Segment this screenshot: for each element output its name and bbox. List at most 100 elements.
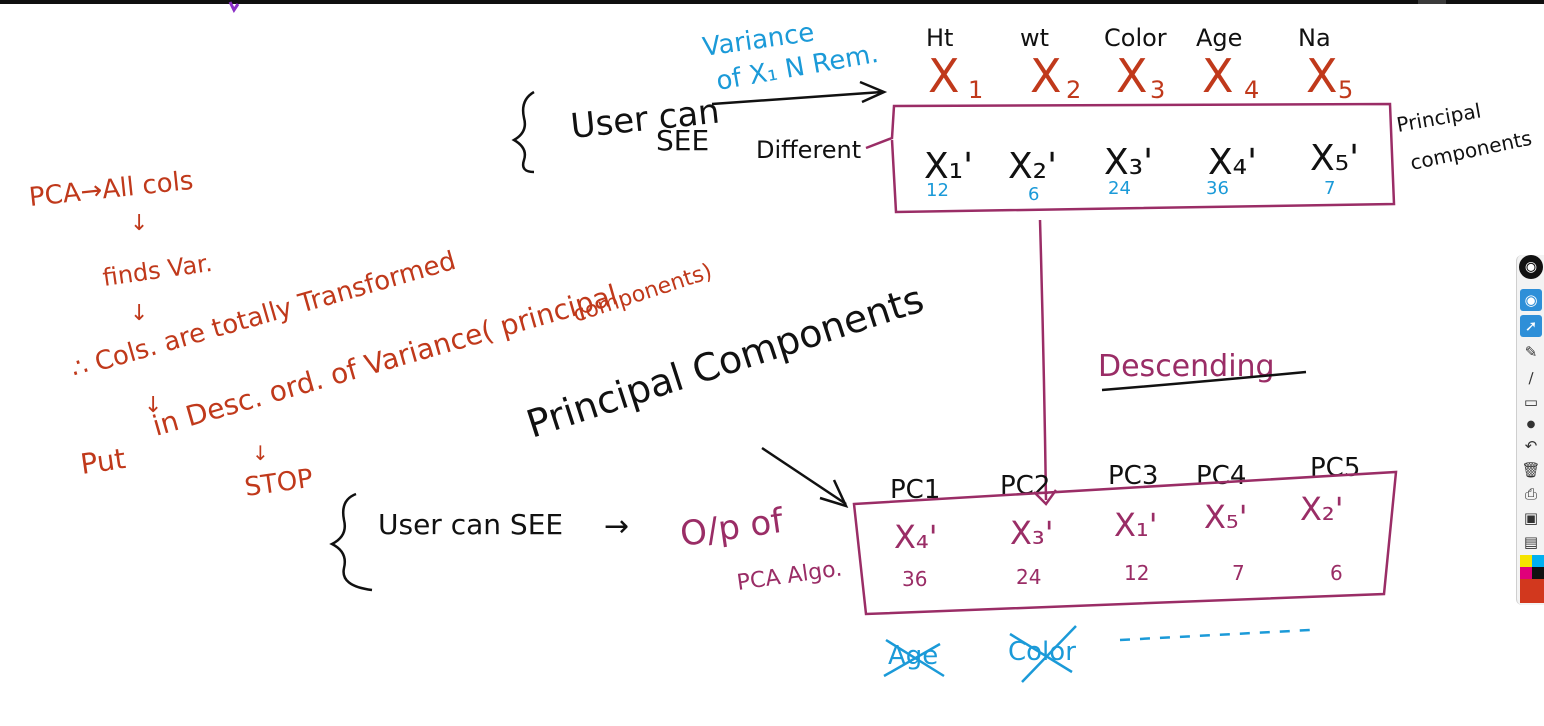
top-box-item-1: X₁' [924, 146, 973, 187]
bottom-header-pc2: PC2 [1000, 471, 1050, 501]
bottom-header-pc4: PC4 [1196, 461, 1246, 491]
top-box-item-4: X₄' [1208, 142, 1257, 183]
header-age: Age [1196, 24, 1242, 52]
bottom-box-var-5: 6 [1330, 561, 1343, 585]
user-can-see-bottom: User can SEE → O/p of PCA Algo. [329, 492, 844, 596]
principal-side-line1: Principal [1395, 98, 1483, 136]
header-color: Color [1104, 24, 1167, 52]
variance-note: Variance of X₁ N Rem. [701, 18, 881, 97]
variable-x1-sub: 1 [968, 76, 983, 104]
trash-icon[interactable]: 🗑 [1521, 461, 1541, 479]
pca-arrow-4: ↓ [252, 441, 269, 465]
strike-color [1009, 625, 1077, 683]
variable-x4: X [1202, 49, 1234, 103]
top-box-var-1: 12 [926, 180, 949, 201]
top-column-headers: Ht wt Color Age Na [926, 24, 1331, 52]
variable-x3-sub: 3 [1150, 76, 1165, 104]
variance-arrow [711, 80, 888, 106]
dashed-continuation [1119, 628, 1311, 642]
descending-label: Descending [1098, 349, 1275, 384]
bottom-box-outline [852, 470, 1398, 616]
top-variables: X 1 X 2 X 3 X 4 X 5 [928, 49, 1353, 104]
drawing-toolbar: ◉ ◉ ➚ ✎ ∕ ▭ ● ↶ 🗑 ⎙ ▣ ▤ [1516, 255, 1544, 605]
header-ht: Ht [926, 24, 953, 52]
swatch-cyan[interactable] [1532, 555, 1544, 567]
pca-arrow-2: ↓ [130, 301, 148, 326]
principal-side-line2: components [1408, 126, 1534, 175]
user-can-see-top: User can SEE Different [511, 90, 861, 174]
swatch-red[interactable] [1520, 579, 1544, 603]
bottom-box-item-1: X₄' [894, 518, 938, 556]
eraser-icon[interactable]: ▭ [1523, 393, 1539, 411]
pca-step-5: STOP [243, 464, 315, 503]
line-icon[interactable]: ∕ [1528, 369, 1534, 387]
pca-step-2: finds Var. [101, 249, 214, 292]
variable-x5: X [1306, 49, 1338, 103]
top-box-var-5: 7 [1324, 178, 1335, 199]
variable-x2-sub: 2 [1066, 76, 1081, 104]
strike-age [883, 638, 945, 678]
op-of-line1: O/p of [678, 501, 787, 555]
top-transformed-box: X₁' X₂' X₃' X₄' X₅' 12 6 24 36 7 [865, 102, 1396, 214]
pca-arrow-1: ↓ [130, 211, 148, 236]
op-of-line2: PCA Algo. [735, 556, 843, 595]
descending-underline [1101, 370, 1307, 392]
user-can-see-bottom-text: User can SEE [378, 508, 563, 541]
clipboard-icon[interactable]: ▤ [1523, 533, 1539, 551]
brace-top [511, 90, 535, 174]
pca-steps: PCA→All cols ↓ finds Var. ↓ ∴ Cols. are … [28, 166, 716, 503]
bottom-box-var-3: 12 [1124, 561, 1149, 585]
variable-x2: X [1030, 49, 1062, 103]
swatch-black[interactable] [1532, 567, 1544, 579]
pen-icon[interactable]: ✎ [1524, 343, 1538, 361]
crossed-labels: Age Color [883, 625, 1311, 683]
principal-arrow [761, 446, 847, 506]
top-bar [0, 0, 1544, 4]
top-box-item-3: X₃' [1104, 142, 1153, 183]
top-box-item-5: X₅' [1310, 138, 1359, 179]
bottom-box-item-3: X₁' [1114, 506, 1158, 544]
eye-icon[interactable]: ◉ [1520, 289, 1542, 311]
bottom-box-item-2: X₃' [1010, 514, 1054, 552]
descending-label-group: Descending [1098, 349, 1307, 392]
top-box-item-2: X₂' [1008, 146, 1057, 187]
bottom-header-pc5: PC5 [1310, 453, 1360, 483]
brace-bottom [329, 492, 373, 592]
dot-icon[interactable]: ● [1526, 418, 1536, 430]
variable-x1: X [928, 49, 960, 103]
user-can-see-top-line2: SEE [656, 124, 709, 157]
undo-icon[interactable]: ↶ [1524, 437, 1538, 455]
variable-x5-sub: 5 [1338, 76, 1353, 104]
bottom-box-item-5: X₂' [1300, 490, 1344, 528]
top-bar-notch [1418, 0, 1446, 4]
bottom-output-box: PC1 PC2 PC3 PC4 PC5 X₄' X₃' X₁' X₅' X₂' … [852, 453, 1398, 616]
bulb-icon[interactable]: ◉ [1519, 255, 1543, 279]
different-label: Different [756, 136, 861, 164]
print-icon[interactable]: ⎙ [1524, 485, 1537, 503]
variable-x4-sub: 4 [1244, 76, 1259, 104]
header-wt: wt [1020, 24, 1049, 52]
pca-arrow-3: ↓ [144, 393, 162, 418]
top-box-outline [865, 102, 1396, 214]
pca-step-1: PCA→All cols [28, 166, 195, 213]
header-na: Na [1298, 24, 1331, 52]
color-palette[interactable] [1520, 555, 1544, 603]
pca-step-4: Put [78, 442, 127, 481]
variable-x3: X [1116, 49, 1148, 103]
screenshot-icon[interactable]: ▣ [1523, 509, 1539, 527]
bottom-box-var-1: 36 [902, 567, 927, 591]
swatch-magenta[interactable] [1520, 567, 1532, 579]
cursor-mark [228, 1, 240, 13]
top-box-var-4: 36 [1206, 178, 1229, 199]
descending-connector [1033, 219, 1058, 506]
bottom-box-var-2: 24 [1016, 565, 1041, 589]
bottom-box-var-4: 7 [1232, 561, 1245, 585]
top-box-var-3: 24 [1108, 178, 1131, 199]
top-box-var-2: 6 [1028, 184, 1039, 205]
user-can-see-bottom-arrow: → [604, 509, 629, 544]
bottom-box-item-4: X₅' [1204, 498, 1248, 536]
principal-components-side: Principal components [1395, 98, 1534, 174]
swatch-yellow[interactable] [1520, 555, 1532, 567]
pointer-icon[interactable]: ➚ [1520, 315, 1542, 337]
